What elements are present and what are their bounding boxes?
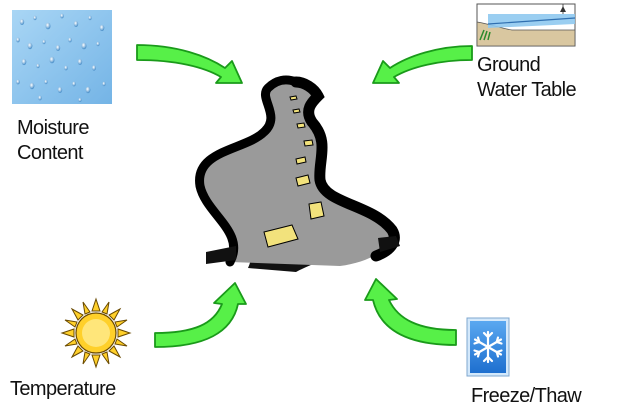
sun-icon: [62, 299, 130, 367]
label-ground-line-1: Ground: [477, 53, 576, 78]
label-temperature: Temperature: [10, 377, 116, 402]
label-freeze-thaw: Freeze/Thaw: [471, 384, 581, 409]
label-moisture-content: Moisture Content: [17, 116, 89, 166]
label-moisture-line-1: Moisture: [17, 116, 89, 141]
ground-water-table-icon: [477, 4, 575, 46]
snowflake-icon: [467, 318, 509, 376]
label-ground-line-2: Water Table: [477, 78, 576, 103]
label-freeze-line-1: Freeze/Thaw: [471, 384, 581, 409]
label-moisture-line-2: Content: [17, 141, 89, 166]
water-droplets-icon: [12, 10, 112, 104]
label-temperature-line-1: Temperature: [10, 377, 116, 402]
road-icon: [200, 80, 400, 272]
label-ground-water-table: Ground Water Table: [477, 53, 576, 103]
